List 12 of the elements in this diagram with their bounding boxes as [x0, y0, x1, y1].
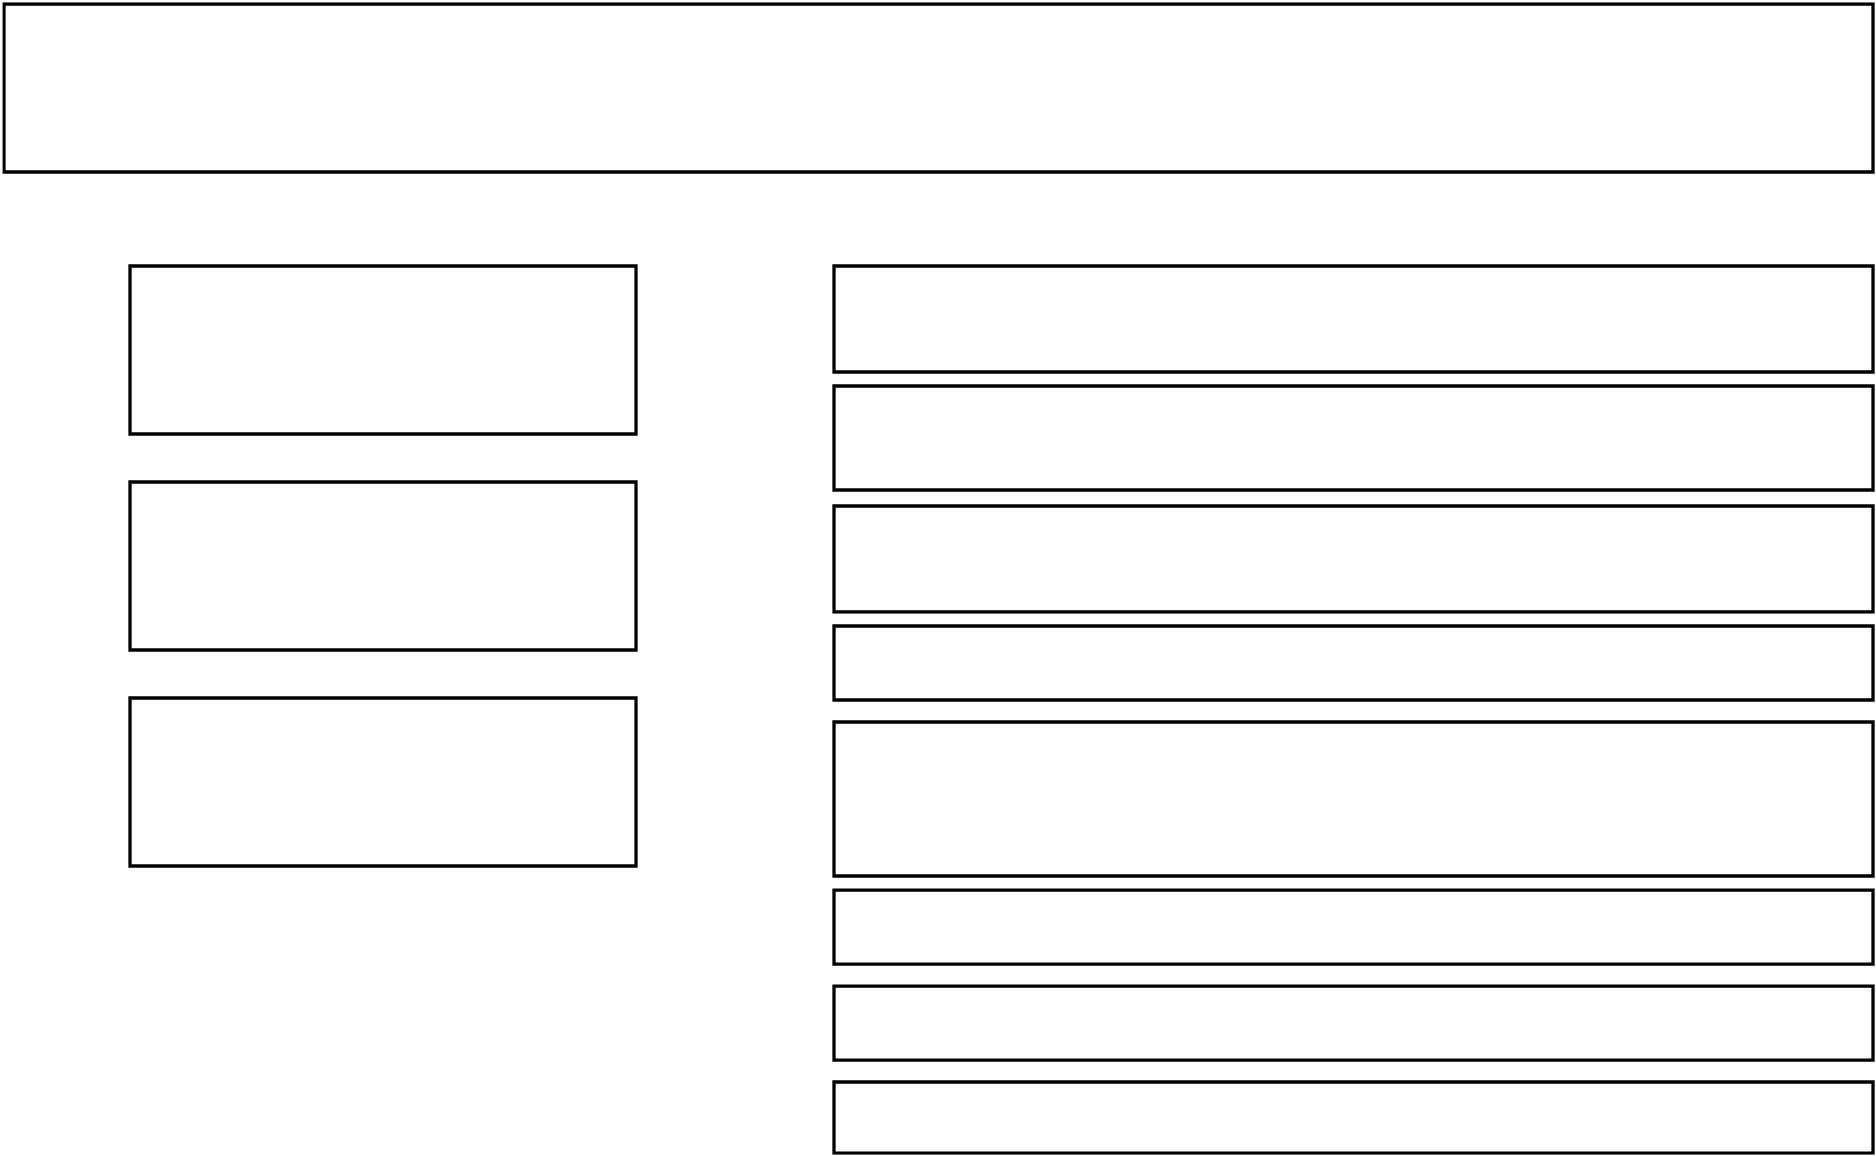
box [832, 720, 1875, 878]
box [2, 2, 1875, 174]
box [128, 264, 638, 436]
box [128, 696, 638, 868]
box [832, 384, 1875, 492]
box [832, 624, 1875, 702]
box [832, 984, 1875, 1062]
box [128, 480, 638, 652]
box [832, 1080, 1875, 1155]
box [832, 888, 1875, 966]
box [832, 264, 1875, 374]
box [832, 504, 1875, 614]
